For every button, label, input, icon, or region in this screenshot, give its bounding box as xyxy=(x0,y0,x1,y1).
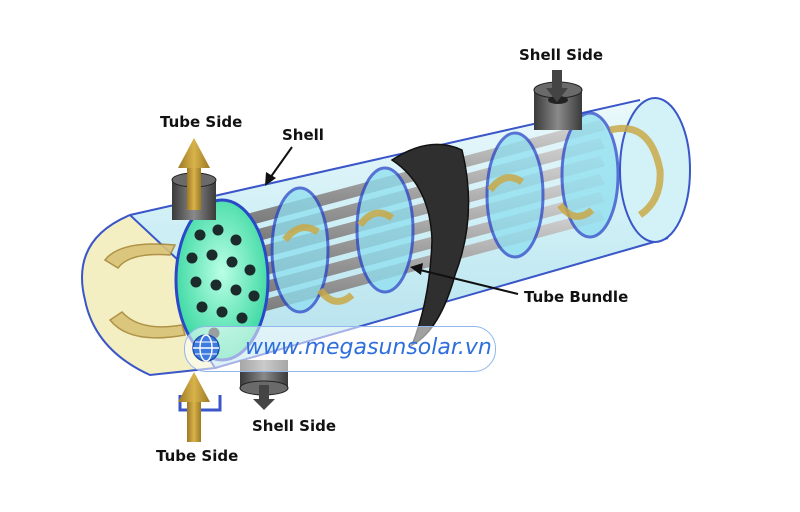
shell-leader-line xyxy=(265,146,293,186)
shell-side-bottom-label: Shell Side xyxy=(252,417,337,435)
watermark-badge: www.megasunsolar.vn xyxy=(184,326,496,372)
tube-bundle-leader-line xyxy=(410,263,519,295)
tube-bundle-label: Tube Bundle xyxy=(524,288,629,306)
watermark-text: www.megasunsolar.vn xyxy=(245,335,492,360)
shell-side-top-label: Shell Side xyxy=(519,46,604,64)
baffle xyxy=(355,166,415,294)
shell-side-outlet-arrow xyxy=(253,385,275,410)
shell-side-inlet-arrow xyxy=(546,70,568,102)
head-flow-arrows xyxy=(103,243,186,339)
shell-flow-arrows xyxy=(282,124,664,305)
tube-side-bottom-label: Tube Side xyxy=(156,447,239,465)
baffle xyxy=(560,111,620,239)
baffle xyxy=(485,131,545,259)
shell-side-inlet-nozzle xyxy=(533,81,583,130)
tube-side-top-label: Tube Side xyxy=(160,113,243,131)
tube-side-inlet-arrow xyxy=(178,372,210,442)
support-band xyxy=(390,143,470,347)
globe-icon xyxy=(192,334,220,362)
baffle xyxy=(270,186,330,314)
tube-side-outlet-arrow xyxy=(178,138,210,210)
shell-label: Shell xyxy=(282,126,324,144)
